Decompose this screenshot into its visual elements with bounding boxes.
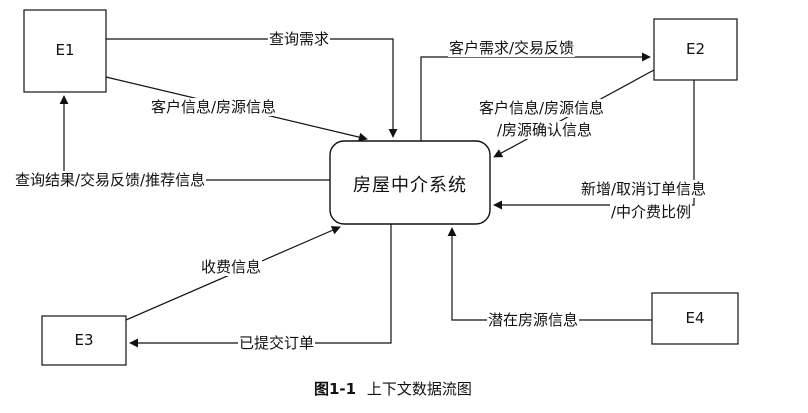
flow-e2-order-line: [493, 80, 695, 210]
entity-e3-box: [41, 315, 127, 366]
flow-orders-to-e3-line: [129, 224, 392, 348]
flow-label-e2-info-1: 客户信息/房源信息: [478, 99, 606, 117]
flow-label-query-demand: 查询需求: [268, 30, 331, 48]
flow-label-potential-listing: 潜在房源信息: [487, 311, 580, 329]
figure-number: 图1-1: [314, 380, 357, 398]
process-box: [329, 140, 491, 225]
flow-e1-query-demand-line: [106, 38, 398, 138]
entity-e4-box: [651, 292, 739, 345]
entity-e4-label: E4: [685, 309, 705, 327]
flow-label-customer-info: 客户信息/房源信息: [150, 98, 278, 116]
entity-e1-label: E1: [55, 41, 75, 59]
process-label: 房屋中介系统: [353, 175, 467, 196]
flow-label-results-to-e1: 查询结果/交易反馈/推荐信息: [14, 171, 207, 189]
entity-e2-box: [653, 18, 738, 81]
figure-title: 上下文数据流图: [366, 380, 472, 398]
flow-label-e2-info-2: /房源确认信息: [496, 121, 594, 139]
entity-e3-label: E3: [74, 331, 94, 349]
flow-label-e2-order-2: /中介费比例: [610, 203, 693, 221]
entity-e1-box: [23, 9, 107, 93]
flow-label-orders-to-e3: 已提交订单: [238, 334, 316, 352]
flow-e4-potential-line: [447, 227, 652, 321]
flow-label-fee-info: 收费信息: [200, 258, 263, 276]
flow-label-demand-to-e2: 客户需求/交易反馈: [448, 39, 576, 57]
figure-caption: 图1-1 上下文数据流图: [314, 378, 472, 399]
entity-e2-label: E2: [685, 40, 706, 58]
flow-demand-to-e2-line: [420, 52, 651, 141]
flow-label-e2-order-1: 新增/取消订单信息: [580, 180, 708, 198]
